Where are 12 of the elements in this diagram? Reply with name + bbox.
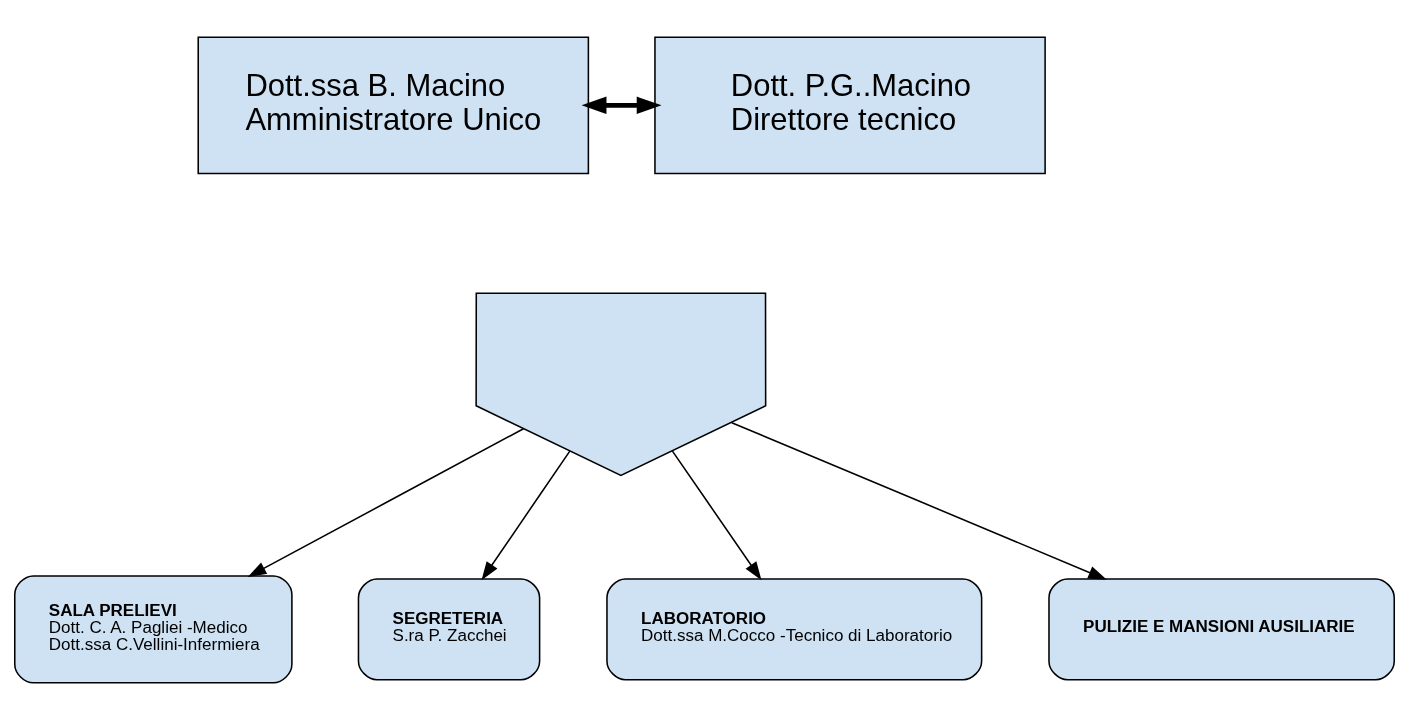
node-box: SEGRETERIA S.ra P. Zacchei bbox=[357, 578, 541, 681]
arrow bbox=[481, 450, 571, 581]
arrow bbox=[731, 421, 1107, 580]
arrow bbox=[247, 427, 525, 577]
arrow bbox=[581, 96, 662, 114]
node-box: LABORATORIO Dott.ssa M.Cocco -Tecnico di Laboratorio bbox=[606, 578, 983, 681]
node-box: PULIZIE E MANSIONI AUSILIARIE bbox=[1048, 578, 1395, 681]
node-box: Dott. P.G..Macino Direttore tecnico bbox=[654, 36, 1046, 175]
arrow bbox=[671, 450, 762, 581]
node-arrow bbox=[475, 292, 767, 477]
node-box: Dott.ssa B. Macino Amministratore Unico bbox=[197, 36, 590, 175]
node-box: SALA PRELIEVI Dott. C. A. Pagliei -Medico Dott.ssa C.Vellini-Infermiera bbox=[14, 575, 293, 684]
